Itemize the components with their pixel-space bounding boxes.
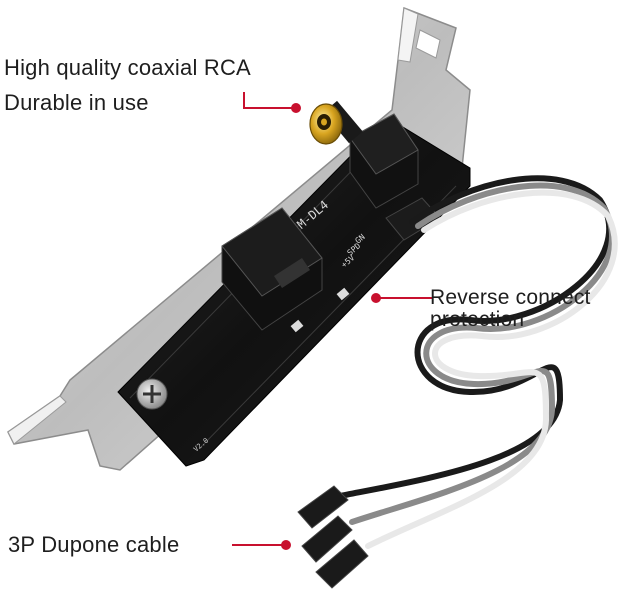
label-dupont-cable: 3P Dupone cable xyxy=(8,532,180,557)
dupont-plug-2 xyxy=(301,515,353,563)
callout-cable xyxy=(232,540,291,550)
rca-jack xyxy=(309,100,363,145)
mounting-screw xyxy=(136,378,168,410)
label-reverse-connect: Reverse connect xyxy=(430,286,591,309)
header-connector-small xyxy=(349,113,419,209)
label-protection: protection xyxy=(430,308,525,331)
dupont-plug-1 xyxy=(297,485,349,529)
label-coaxial-rca: High quality coaxial RCA xyxy=(4,55,251,80)
label-durable: Durable in use xyxy=(4,90,149,115)
callout-coaxial xyxy=(243,92,301,113)
header-connector-large xyxy=(221,207,323,331)
callout-reverse xyxy=(371,293,432,303)
dupont-plug-3 xyxy=(315,539,369,589)
three-pin-cable xyxy=(337,175,618,549)
